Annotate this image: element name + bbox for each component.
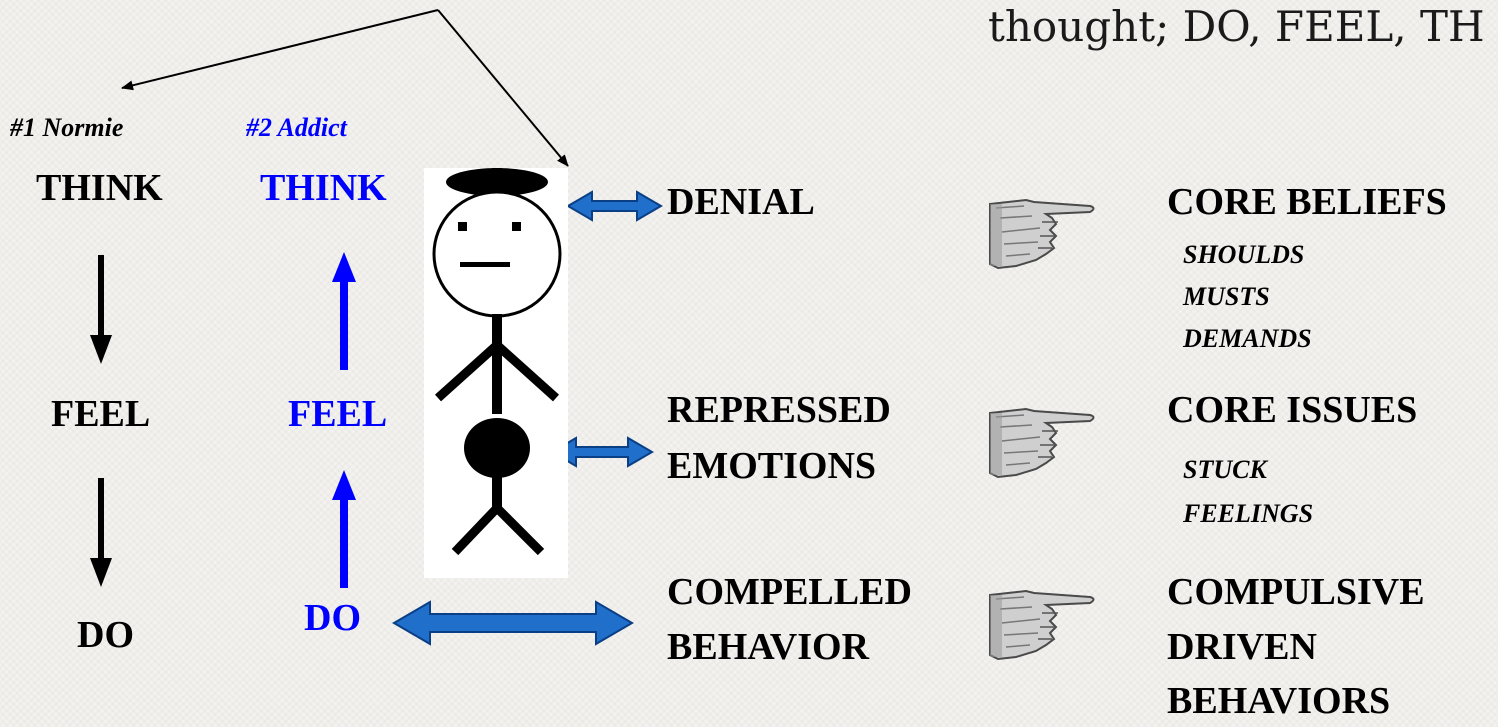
compulsive-line3: BEHAVIORS xyxy=(1167,680,1391,722)
addict-arrow-feel-think xyxy=(332,252,356,370)
top-text-fragment: thought; DO, FEEL, TH xyxy=(988,2,1485,51)
repressed-label-line2: EMOTIONS xyxy=(667,445,877,487)
denial-label: DENIAL xyxy=(667,181,815,223)
compelled-label-line2: BEHAVIOR xyxy=(667,626,870,668)
double-arrow-compelled xyxy=(392,600,634,646)
addict-do: DO xyxy=(304,597,361,639)
compelled-label-line1: COMPELLED xyxy=(667,571,912,613)
normie-think: THINK xyxy=(36,167,163,209)
compulsive-line1: COMPULSIVE xyxy=(1167,571,1425,613)
double-arrow-repressed xyxy=(550,436,654,468)
addict-think: THINK xyxy=(260,167,387,209)
normie-do: DO xyxy=(77,614,134,656)
core-beliefs-title: CORE BELIEFS xyxy=(1167,181,1447,223)
repressed-label-line1: REPRESSED xyxy=(667,389,891,431)
normie-label: #1 Normie xyxy=(10,113,124,142)
pointer-line-normie xyxy=(121,9,439,91)
pointing-hand-icon xyxy=(989,407,1095,479)
addict-arrow-do-feel xyxy=(332,470,356,588)
addict-feel: FEEL xyxy=(288,393,388,435)
core-beliefs-item-1: SHOULDS xyxy=(1183,240,1305,269)
addict-label: #2 Addict xyxy=(246,113,347,142)
core-issues-title: CORE ISSUES xyxy=(1167,389,1418,431)
normie-arrow-think-feel xyxy=(90,255,112,364)
core-beliefs-item-3: DEMANDS xyxy=(1183,324,1312,353)
core-issues-item-1: STUCK xyxy=(1183,455,1267,484)
pointing-hand-icon xyxy=(989,198,1095,270)
pointer-line-head xyxy=(437,9,569,167)
double-arrow-denial xyxy=(566,190,663,222)
core-issues-item-2: FEELINGS xyxy=(1183,499,1314,528)
compulsive-line2: DRIVEN xyxy=(1167,626,1317,668)
pointing-hand-icon xyxy=(989,589,1095,661)
normie-feel: FEEL xyxy=(51,393,151,435)
core-beliefs-item-2: MUSTS xyxy=(1183,282,1270,311)
normie-arrow-feel-do xyxy=(90,478,112,587)
